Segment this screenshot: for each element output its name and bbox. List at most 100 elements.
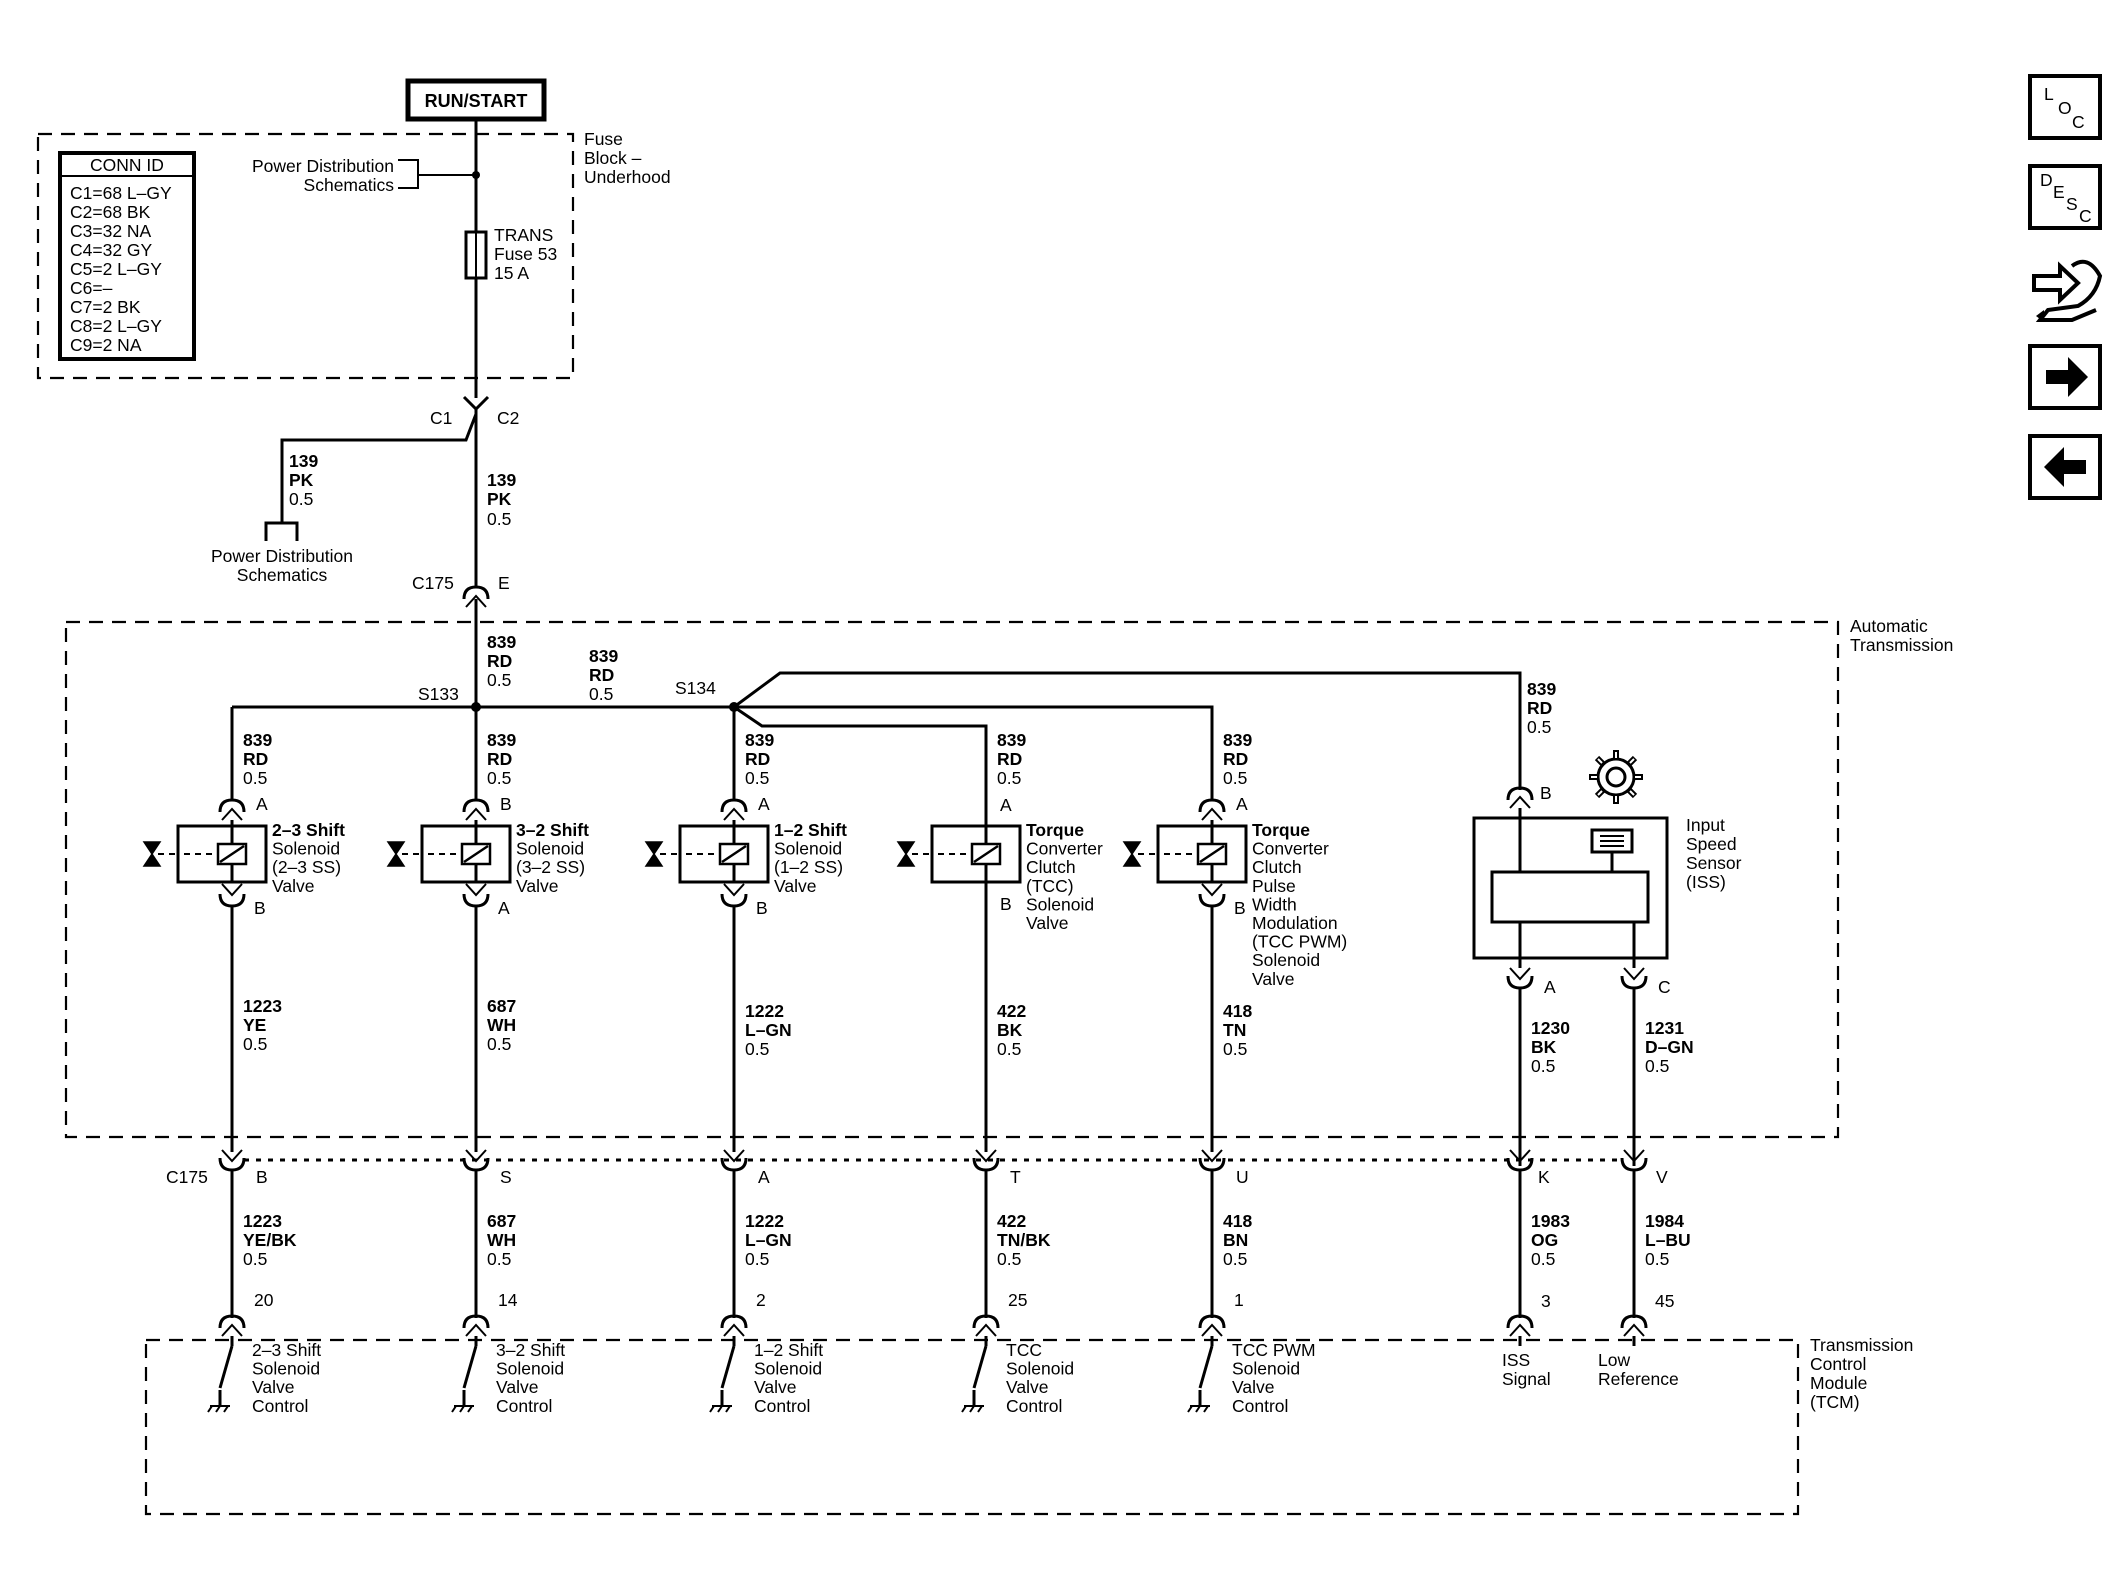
svg-text:Input: Input [1686,815,1725,835]
svg-text:A: A [498,898,510,918]
svg-text:V: V [1656,1167,1668,1187]
svg-text:0.5: 0.5 [1531,1056,1555,1076]
svg-text:839: 839 [487,632,516,652]
solenoid-tcc-pwm: 839RD0.5ATorqueConverterClutchPulseWidth… [1122,730,1347,1416]
svg-text:Control: Control [1232,1396,1288,1416]
svg-text:0.5: 0.5 [1531,1249,1555,1269]
svg-text:1984: 1984 [1645,1211,1684,1231]
svg-text:K: K [1538,1167,1550,1187]
svg-text:C2: C2 [497,408,519,428]
svg-text:Sensor: Sensor [1686,853,1742,873]
svg-text:A: A [1544,977,1556,997]
svg-text:Solenoid: Solenoid [774,839,842,859]
conn-id-entry: C2=68 BK [70,202,151,222]
svg-text:L–GN: L–GN [745,1230,792,1250]
svg-text:TN: TN [1223,1020,1246,1040]
svg-text:0.5: 0.5 [243,1249,267,1269]
svg-text:B: B [256,1167,268,1187]
automatic-transmission-boundary [64,620,1840,1139]
power-distribution-ref-top: Power Distribution Schematics [252,156,480,195]
next-arrow-button[interactable] [2028,344,2102,410]
svg-text:839: 839 [997,730,1026,750]
svg-text:422: 422 [997,1211,1026,1231]
svg-text:Solenoid: Solenoid [252,1359,320,1379]
svg-text:RD: RD [1223,749,1248,769]
svg-text:WH: WH [487,1015,516,1035]
svg-text:YE: YE [243,1015,266,1035]
svg-text:1–2 Shift: 1–2 Shift [754,1340,823,1360]
svg-text:0.5: 0.5 [487,670,511,690]
svg-text:TCC PWM: TCC PWM [1232,1340,1316,1360]
svg-text:Reference: Reference [1598,1369,1679,1389]
svg-text:(ISS): (ISS) [1686,872,1726,892]
previous-arrow-button[interactable] [2028,434,2102,500]
svg-text:418: 418 [1223,1211,1252,1231]
svg-text:Valve: Valve [252,1377,294,1397]
svg-text:0.5: 0.5 [997,768,1021,788]
svg-text:1983: 1983 [1531,1211,1570,1231]
svg-text:OG: OG [1531,1230,1558,1250]
svg-text:Solenoid: Solenoid [1232,1359,1300,1379]
svg-text:20: 20 [254,1290,274,1310]
svg-text:Valve: Valve [272,876,314,896]
svg-text:A: A [1000,795,1012,815]
svg-text:0.5: 0.5 [1223,1249,1247,1269]
connector-swap-icon[interactable] [2032,259,2103,322]
svg-text:1231: 1231 [1645,1018,1684,1038]
iss-harness: K V 1983 OG 0.5 1984 L–BU 0.5 3 45 ISS S… [1502,1149,1691,1389]
svg-text:E: E [2053,182,2065,202]
svg-text:14: 14 [498,1290,518,1310]
svg-text:Solenoid: Solenoid [1026,894,1094,914]
svg-text:Clutch: Clutch [1252,857,1302,877]
svg-text:Valve: Valve [516,876,558,896]
svg-text:2: 2 [756,1290,766,1310]
svg-text:139: 139 [487,470,516,490]
svg-text:Width: Width [1252,894,1297,914]
conn-id-entry: C7=2 BK [70,297,141,317]
svg-text:Torque: Torque [1026,820,1084,840]
desc-button[interactable]: D E S C [2028,164,2102,230]
svg-text:TCC: TCC [1006,1340,1042,1360]
svg-text:(3–2 SS): (3–2 SS) [516,857,585,877]
svg-text:Solenoid: Solenoid [1252,950,1320,970]
svg-text:D: D [2040,170,2053,190]
svg-text:RD: RD [243,749,268,769]
svg-text:C: C [2079,206,2092,226]
svg-text:B: B [756,898,768,918]
svg-text:Underhood: Underhood [584,167,671,187]
conn-id-entry: C9=2 NA [70,335,142,355]
svg-text:Signal: Signal [1502,1369,1551,1389]
svg-text:YE/BK: YE/BK [243,1230,297,1250]
conn-id-entry: C8=2 L–GY [70,316,162,336]
svg-text:Schematics: Schematics [304,175,395,195]
svg-text:Valve: Valve [1232,1377,1274,1397]
conn-id-entry: C4=32 GY [70,240,153,260]
svg-text:Valve: Valve [1026,913,1068,933]
svg-text:C: C [1658,977,1671,997]
svg-text:B: B [1000,894,1012,914]
svg-text:Valve: Valve [754,1377,796,1397]
svg-text:139: 139 [289,451,318,471]
svg-text:0.5: 0.5 [487,768,511,788]
svg-text:Valve: Valve [1252,969,1294,989]
svg-text:C1: C1 [430,408,452,428]
svg-text:B: B [254,898,266,918]
svg-text:Schematics: Schematics [237,565,328,585]
loc-button[interactable]: L O C [2028,74,2102,140]
svg-text:3: 3 [1541,1291,1551,1311]
svg-text:L–GN: L–GN [745,1020,792,1040]
svg-text:TN/BK: TN/BK [997,1230,1051,1250]
splice-s134-label: S134 [675,678,716,698]
svg-text:Block –: Block – [584,148,642,168]
svg-text:Power Distribution: Power Distribution [211,546,353,566]
svg-text:25: 25 [1008,1290,1027,1310]
svg-text:Clutch: Clutch [1026,857,1076,877]
svg-text:2–3 Shift: 2–3 Shift [272,820,345,840]
svg-text:RD: RD [589,665,614,685]
svg-text:1222: 1222 [745,1001,784,1021]
svg-text:L–BU: L–BU [1645,1230,1691,1250]
svg-text:S: S [500,1167,512,1187]
fuse-block-boundary [36,132,575,380]
